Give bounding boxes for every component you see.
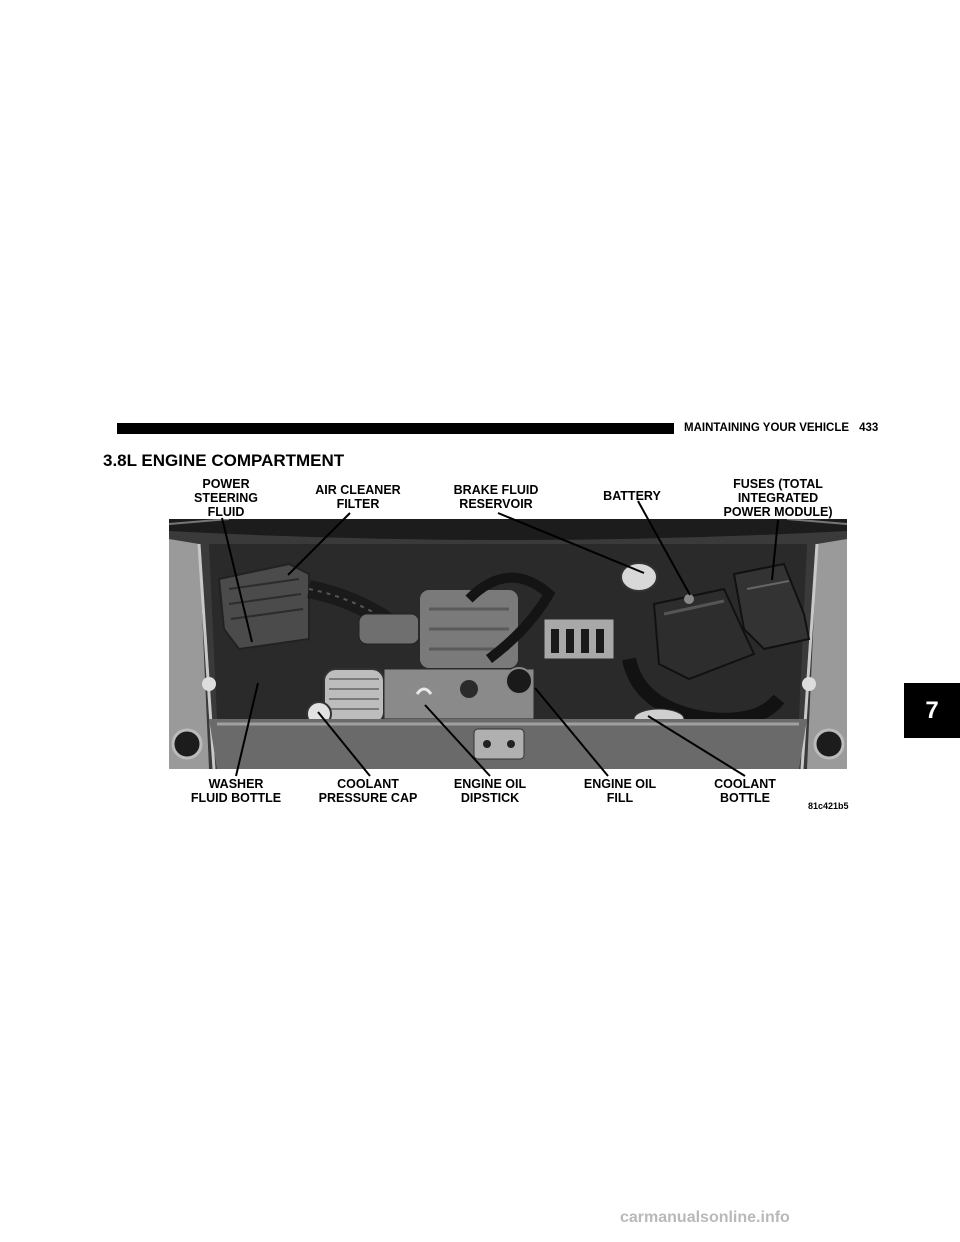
- label-fuses: FUSES (TOTAL INTEGRATED POWER MODULE): [723, 477, 833, 519]
- label-air-cleaner-filter: AIR CLEANER FILTER: [315, 483, 401, 511]
- watermark: carmanualsonline.info: [620, 1209, 790, 1226]
- page-number: 433: [859, 422, 879, 434]
- figure-code: 81c421b5: [808, 801, 849, 811]
- chapter-tab: 7: [904, 683, 960, 738]
- section-title: 3.8L ENGINE COMPARTMENT: [103, 451, 345, 470]
- label-brake-fluid-reservoir: BRAKE FLUID RESERVOIR: [453, 483, 539, 511]
- label-coolant-pressure-cap: COOLANT PRESSURE CAP: [318, 777, 418, 805]
- label-power-steering-fluid: POWER STEERING FLUID: [194, 477, 258, 519]
- running-header: MAINTAINING YOUR VEHICLE 433: [684, 422, 878, 434]
- label-engine-oil-dipstick: ENGINE OIL DIPSTICK: [453, 777, 527, 805]
- label-coolant-bottle: COOLANT BOTTLE: [714, 777, 776, 805]
- label-battery: BATTERY: [603, 489, 661, 503]
- label-engine-oil-fill: ENGINE OIL FILL: [583, 777, 657, 805]
- label-washer-fluid-bottle: WASHER FLUID BOTTLE: [190, 777, 282, 805]
- header-section: MAINTAINING YOUR VEHICLE: [684, 422, 850, 434]
- engine-compartment-image: [169, 519, 847, 769]
- header-rule: [117, 423, 674, 434]
